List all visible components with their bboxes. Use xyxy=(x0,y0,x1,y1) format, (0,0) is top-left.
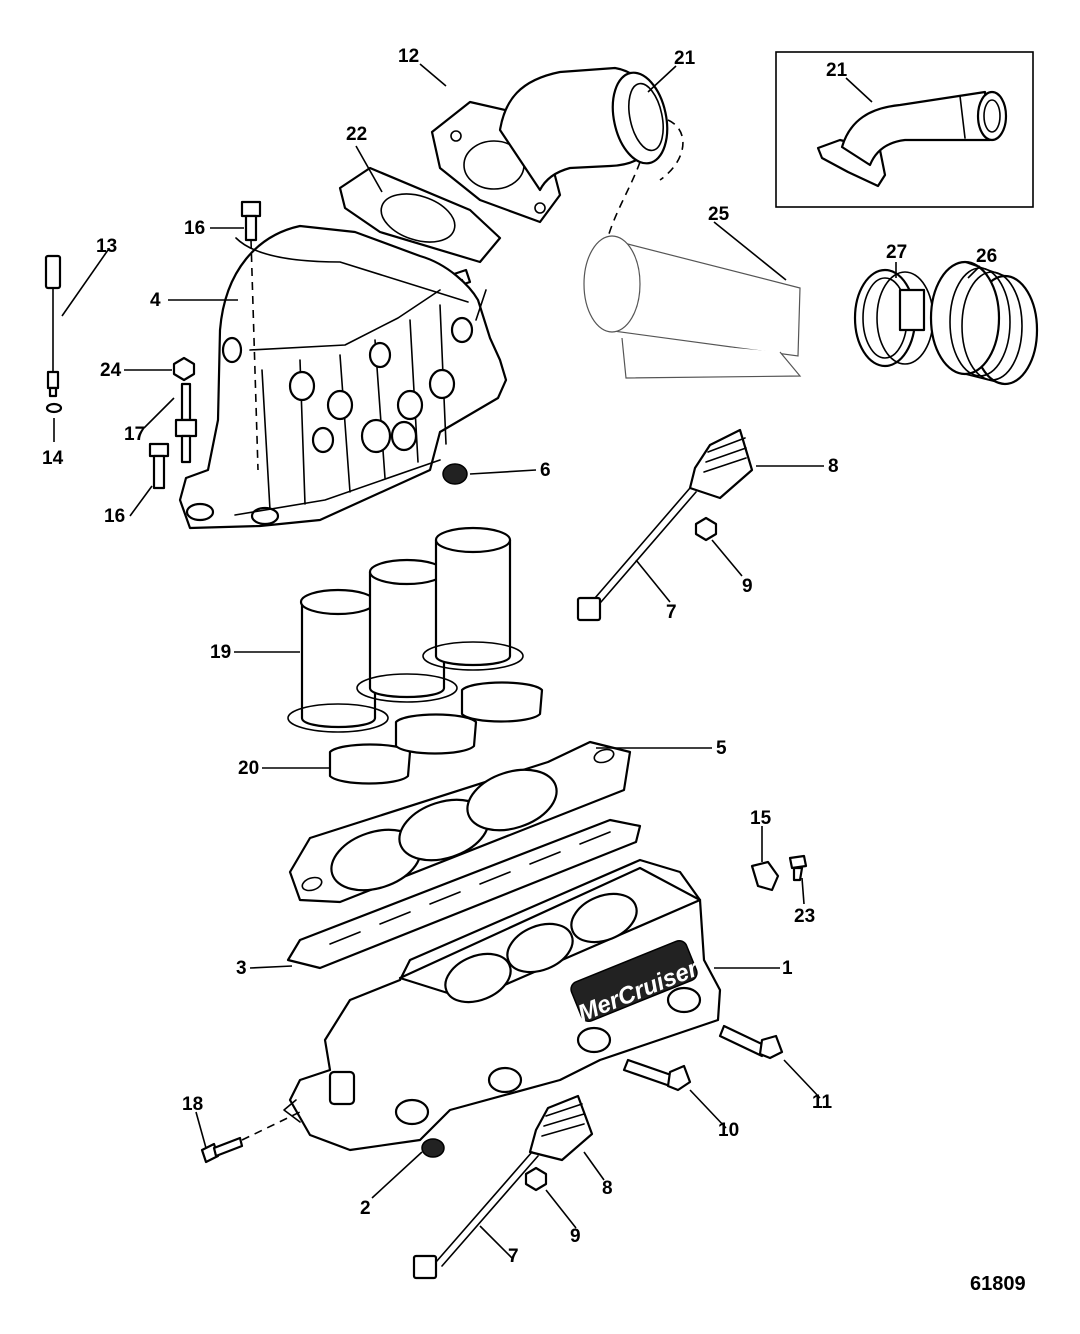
stud-17 xyxy=(174,382,198,464)
hose-clamp xyxy=(853,268,934,368)
band-3 xyxy=(460,681,544,723)
sensor-bracket-upper xyxy=(576,428,754,622)
callout-12: 12 xyxy=(398,46,419,67)
callout-24: 24 xyxy=(100,360,122,381)
liner-right xyxy=(422,526,524,671)
callout-2: 2 xyxy=(360,1198,371,1219)
bolt-16-upper xyxy=(240,200,262,242)
figure-number: 61809 xyxy=(970,1273,1026,1295)
callout-7-lower: 7 xyxy=(508,1246,519,1267)
band-1 xyxy=(328,743,412,785)
leader-lines xyxy=(53,63,981,1259)
callout-11: 11 xyxy=(812,1092,833,1113)
callout-9-upper: 9 xyxy=(742,576,753,597)
callout-8-lower: 8 xyxy=(602,1178,613,1199)
callout-13: 13 xyxy=(96,236,117,257)
exhaust-sleeve xyxy=(929,260,1039,386)
callout-16-upper: 16 xyxy=(184,218,205,239)
bolt-10 xyxy=(622,1058,692,1092)
callout-21-main: 21 xyxy=(674,48,696,69)
callout-22: 22 xyxy=(346,124,367,145)
callout-5: 5 xyxy=(716,738,727,759)
bolt-9-upper xyxy=(694,516,718,542)
bolt-16-path xyxy=(250,239,259,471)
callout-7-upper: 7 xyxy=(666,602,677,623)
callout-25: 25 xyxy=(708,204,730,225)
callout-21-inset: 21 xyxy=(826,60,848,81)
bolt-16-lower xyxy=(148,442,170,490)
callouts: 12 21 21 22 25 27 26 16 13 4 24 17 14 16… xyxy=(42,46,1026,1295)
inset-frame xyxy=(775,51,1034,208)
callout-4: 4 xyxy=(150,290,161,311)
callout-16-lower: 16 xyxy=(104,506,125,527)
nut-24 xyxy=(172,356,196,382)
sensor-bracket-lower xyxy=(412,1094,594,1280)
gasket-5 xyxy=(288,740,632,904)
inset-elbow-part xyxy=(816,90,1008,188)
callout-27: 27 xyxy=(886,242,907,263)
washer-14 xyxy=(45,402,63,414)
clip-15 xyxy=(750,860,780,892)
callout-9-lower: 9 xyxy=(570,1226,581,1247)
callout-6: 6 xyxy=(540,460,551,481)
plug-2 xyxy=(421,1138,445,1158)
elbow-gasket xyxy=(338,166,502,264)
liner-left xyxy=(287,588,389,733)
callout-1: 1 xyxy=(782,958,793,979)
lower-manifold: MerCruiser xyxy=(283,858,722,1152)
exhaust-tube xyxy=(583,235,802,379)
bolt-18-path xyxy=(241,1111,301,1141)
callout-23: 23 xyxy=(794,906,815,927)
inset-alternate-elbow xyxy=(775,51,1034,208)
bolt-11 xyxy=(718,1024,784,1060)
callout-15: 15 xyxy=(750,808,772,829)
bolt-9-lower xyxy=(524,1166,548,1192)
band-2 xyxy=(394,713,478,755)
callout-17: 17 xyxy=(124,424,145,445)
callout-10: 10 xyxy=(718,1120,739,1141)
screw-23 xyxy=(788,854,808,882)
gasket-3 xyxy=(286,818,642,970)
callout-14: 14 xyxy=(42,448,64,469)
callout-18: 18 xyxy=(182,1094,203,1115)
callout-8-upper: 8 xyxy=(828,456,839,477)
callout-20: 20 xyxy=(238,758,259,779)
plug-6 xyxy=(442,463,468,485)
callout-26: 26 xyxy=(976,246,997,267)
callout-3: 3 xyxy=(236,958,247,979)
exhaust-elbow xyxy=(430,66,684,251)
callout-19: 19 xyxy=(210,642,231,663)
bolt-18 xyxy=(200,1136,244,1164)
manifold-cover xyxy=(178,224,508,530)
sensor-13 xyxy=(44,254,62,398)
